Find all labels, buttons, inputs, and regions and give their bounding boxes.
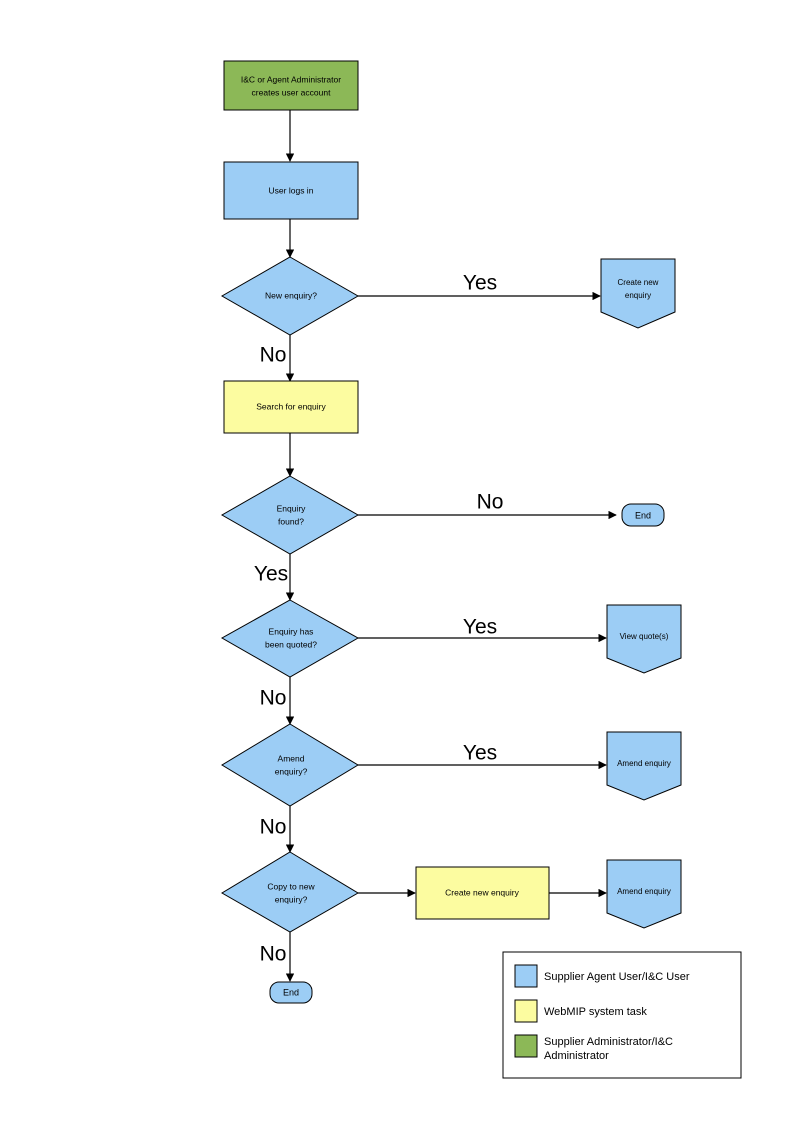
node-new-enquiry-decision[interactable]: New enquiry? — [220, 256, 360, 336]
node-end-bottom[interactable]: End — [269, 981, 313, 1004]
node-enquiry-found-decision[interactable]: Enquiry found? — [220, 475, 360, 555]
legend-item-supplier-administrator: Supplier Administrator/I&C Administrator — [514, 1034, 673, 1062]
branch-label-copy-no: No — [260, 943, 287, 966]
legend-label-green-line1: Supplier Administrator/I&C — [544, 1036, 673, 1048]
legend-item-webmip-system-task: WebMIP system task — [514, 999, 647, 1023]
branch-label-new-enquiry-yes: Yes — [463, 272, 497, 295]
admin-creates-account-label-line2: creates user account — [252, 87, 332, 97]
create-new-enquiry-task-label: Create new enquiry — [445, 887, 519, 897]
legend-item-supplier-agent-user: Supplier Agent User/I&C User — [514, 964, 690, 988]
branch-label-layer: Yes No No Yes Yes No Yes No No — [254, 272, 504, 966]
create-new-enquiry-task-shape — [415, 866, 550, 920]
legend-swatch-green — [514, 1034, 538, 1058]
legend-label-blue: Supplier Agent User/I&C User — [544, 971, 690, 983]
user-logs-in-shape — [223, 161, 359, 220]
enquiry-quoted-decision-label-line2: been quoted? — [265, 639, 317, 649]
branch-label-enquiry-found-yes: Yes — [254, 563, 288, 586]
branch-label-amend-no: No — [260, 816, 287, 839]
node-create-new-enquiry-doc[interactable]: Create new enquiry — [600, 258, 676, 329]
end-top-label: End — [635, 510, 651, 520]
amend-enquiry-decision-label-line1: Amend — [278, 753, 305, 763]
admin-creates-account-label-line1: I&C or Agent Administrator — [241, 74, 341, 84]
legend-label-yellow: WebMIP system task — [544, 1006, 647, 1018]
legend-swatch-yellow — [514, 999, 538, 1023]
node-enquiry-quoted-decision[interactable]: Enquiry has been quoted? — [220, 599, 360, 678]
node-end-top[interactable]: End — [621, 503, 665, 527]
node-view-quotes-doc[interactable]: View quote(s) — [606, 604, 682, 674]
branch-label-enquiry-found-no: No — [477, 491, 504, 514]
amend-enquiry-doc-2-shape — [606, 859, 682, 929]
view-quotes-doc-label: View quote(s) — [620, 632, 669, 641]
legend: Supplier Agent User/I&C User WebMIP syst… — [502, 951, 742, 1079]
branch-label-amend-yes: Yes — [463, 742, 497, 765]
enquiry-found-decision-label-line2: found? — [278, 516, 304, 526]
connector-layer — [285, 110, 617, 982]
amend-enquiry-doc-2-label: Amend enquiry — [617, 887, 671, 896]
enquiry-quoted-decision-shape — [220, 599, 360, 678]
amend-enquiry-doc-1-label: Amend enquiry — [617, 759, 671, 768]
legend-container — [502, 951, 742, 1079]
node-amend-enquiry-doc-2[interactable]: Amend enquiry — [606, 859, 682, 929]
branch-label-quoted-no: No — [260, 687, 287, 710]
search-for-enquiry-label: Search for enquiry — [256, 401, 326, 411]
enquiry-quoted-decision-label-line1: Enquiry has — [269, 626, 314, 636]
create-new-enquiry-doc-label-line1: Create new — [618, 278, 659, 287]
enquiry-found-decision-label-line1: Enquiry — [277, 503, 307, 513]
legend-label-green-line2: Administrator — [544, 1050, 609, 1062]
branch-label-new-enquiry-no: No — [260, 344, 287, 367]
new-enquiry-decision-label: New enquiry? — [265, 290, 317, 300]
node-search-for-enquiry[interactable]: Search for enquiry — [223, 380, 359, 434]
node-copy-to-new-decision[interactable]: Copy to new enquiry? — [221, 851, 359, 933]
copy-to-new-decision-label-line2: enquiry? — [275, 894, 308, 904]
admin-creates-account-shape — [223, 60, 359, 111]
view-quotes-doc-shape — [606, 604, 682, 674]
branch-label-quoted-yes: Yes — [463, 616, 497, 639]
copy-to-new-decision-shape — [221, 851, 359, 933]
create-new-enquiry-doc-shape — [600, 258, 676, 329]
new-enquiry-decision-shape — [220, 256, 360, 336]
legend-swatch-blue — [514, 964, 538, 988]
node-amend-enquiry-decision[interactable]: Amend enquiry? — [221, 723, 359, 807]
node-create-new-enquiry-task[interactable]: Create new enquiry — [415, 866, 550, 920]
amend-enquiry-decision-label-line2: enquiry? — [275, 766, 308, 776]
amend-enquiry-doc-1-shape — [606, 731, 682, 801]
search-for-enquiry-shape — [223, 380, 359, 434]
end-top-shape — [621, 503, 665, 527]
node-amend-enquiry-doc-1[interactable]: Amend enquiry — [606, 731, 682, 801]
enquiry-found-decision-shape — [220, 475, 360, 555]
end-bottom-label: End — [283, 987, 299, 997]
end-bottom-shape — [269, 981, 313, 1004]
user-logs-in-label: User logs in — [269, 185, 314, 195]
node-user-logs-in[interactable]: User logs in — [223, 161, 359, 220]
copy-to-new-decision-label-line1: Copy to new — [267, 881, 315, 891]
amend-enquiry-decision-shape — [221, 723, 359, 807]
node-admin-creates-account[interactable]: I&C or Agent Administrator creates user … — [223, 60, 359, 111]
create-new-enquiry-doc-label-line2: enquiry — [625, 291, 651, 300]
